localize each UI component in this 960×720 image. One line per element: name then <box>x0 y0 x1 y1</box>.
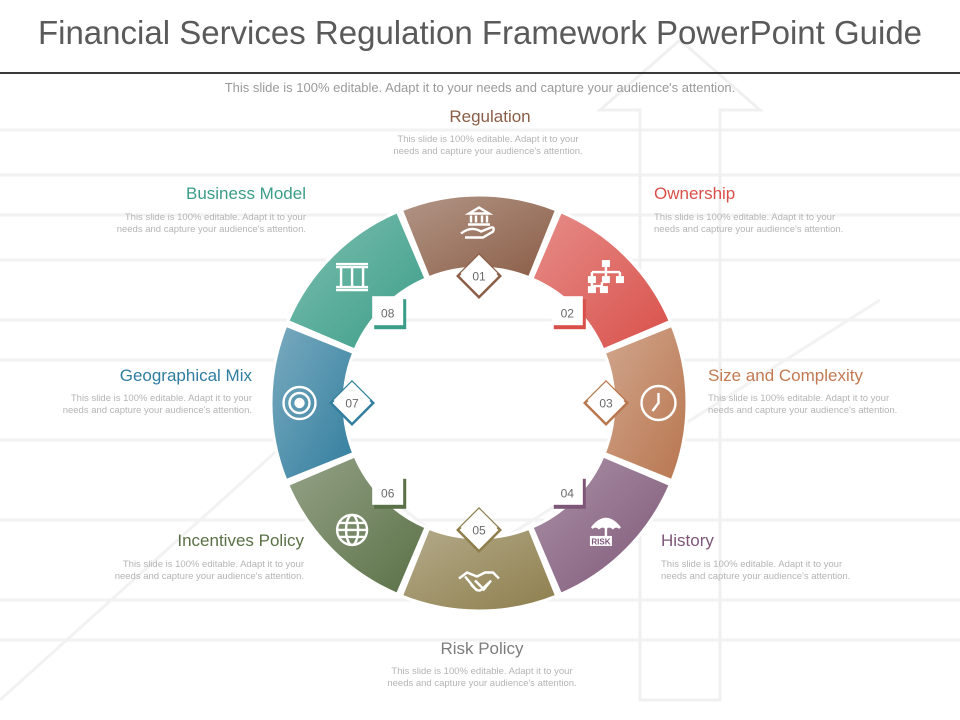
number-badge-08: 08 <box>372 296 407 330</box>
number-badge-04: 04 <box>551 475 586 509</box>
label-incentives-policy: Incentives Policy <box>177 531 304 550</box>
number-badge-05: 05 <box>456 507 502 553</box>
number-label-08: 08 <box>381 307 395 321</box>
number-label-03: 03 <box>599 397 613 411</box>
bank-hand-icon <box>460 206 495 239</box>
desc-risk-policy: This slide is 100% editable. Adapt it to… <box>387 666 577 689</box>
page-subtitle: This slide is 100% editable. Adapt it to… <box>224 80 736 95</box>
desc-geographical-mix: This slide is 100% editable. Adapt it to… <box>62 393 252 416</box>
clock-icon <box>640 384 677 422</box>
label-regulation: Regulation <box>449 107 531 126</box>
number-label-01: 01 <box>472 270 486 284</box>
desc-history: This slide is 100% editable. Adapt it to… <box>661 559 851 582</box>
segment-07 <box>269 323 356 483</box>
number-badge-01: 01 <box>456 253 502 299</box>
desc-regulation: This slide is 100% editable. Adapt it to… <box>393 134 583 157</box>
svg-text:RISK: RISK <box>591 537 610 546</box>
target-icon <box>282 385 317 421</box>
desc-size-complexity: This slide is 100% editable. Adapt it to… <box>708 393 898 416</box>
segment-02 <box>529 209 673 353</box>
segment-08 <box>285 209 429 353</box>
desc-business-model: This slide is 100% editable. Adapt it to… <box>116 212 306 235</box>
label-geographical-mix: Geographical Mix <box>119 366 252 385</box>
number-badge-02: 02 <box>551 296 586 330</box>
risk-umbrella-icon: RISK <box>589 517 621 546</box>
number-badge-06: 06 <box>372 475 407 509</box>
segment-05 <box>399 526 559 613</box>
label-business-model: Business Model <box>185 184 306 203</box>
number-label-04: 04 <box>561 486 575 500</box>
segment-03 <box>602 323 689 483</box>
number-badge-03: 03 <box>583 380 629 426</box>
title-divider <box>0 72 960 74</box>
globe-icon <box>335 513 369 547</box>
label-history: History <box>661 531 714 550</box>
page-title: Financial Services Regulation Framework … <box>37 14 923 51</box>
pillars-icon <box>336 262 369 292</box>
number-label-07: 07 <box>345 397 359 411</box>
label-size-complexity: Size and Complexity <box>708 366 863 385</box>
desc-ownership: This slide is 100% editable. Adapt it to… <box>654 212 844 235</box>
number-label-05: 05 <box>472 524 486 538</box>
org-chart-icon <box>587 260 624 294</box>
label-ownership: Ownership <box>654 184 736 203</box>
desc-incentives-policy: This slide is 100% editable. Adapt it to… <box>114 559 304 582</box>
label-risk-policy: Risk Policy <box>440 639 524 658</box>
number-label-06: 06 <box>381 486 395 500</box>
number-label-02: 02 <box>561 307 575 321</box>
handshake-icon <box>458 571 500 592</box>
number-badge-07: 07 <box>329 380 375 426</box>
